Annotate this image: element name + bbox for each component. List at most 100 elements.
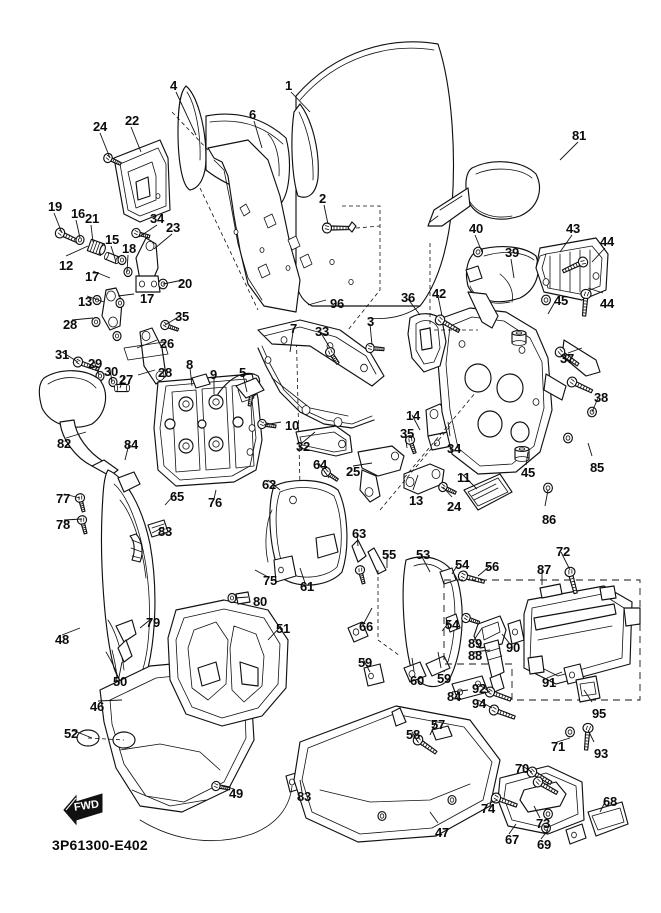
leader-line (138, 224, 158, 238)
leader-line (369, 323, 373, 346)
leader-line (164, 315, 181, 326)
leader-line (587, 442, 593, 457)
leader-line (411, 731, 419, 743)
leader-line (136, 339, 158, 349)
callout-30: 30 (104, 364, 119, 379)
leader-line (591, 397, 599, 413)
leader-line (447, 421, 451, 437)
callout-82: 82 (57, 436, 72, 451)
leader-line (501, 633, 511, 645)
leader-line (404, 432, 408, 449)
leader-line (599, 799, 607, 813)
leader-line (451, 563, 459, 575)
leader-line (473, 627, 483, 641)
callout-3: 3 (367, 314, 375, 329)
callout-74: 74 (481, 801, 496, 816)
leader-line (289, 331, 294, 353)
leader-line (317, 461, 330, 479)
leader-line (189, 367, 193, 387)
callout-6: 6 (249, 107, 257, 122)
callout-27: 27 (119, 372, 134, 387)
callout-73: 73 (536, 816, 551, 831)
leader-line (508, 823, 517, 835)
leader-line (461, 473, 478, 490)
callout-53: 53 (416, 547, 431, 562)
leader-line (61, 351, 79, 363)
leader-line (477, 565, 491, 577)
callout-21: 21 (85, 211, 100, 226)
callout-70: 70 (515, 761, 530, 776)
callout-40: 40 (469, 221, 484, 236)
leader-line (320, 332, 331, 349)
callout-14: 14 (406, 408, 421, 423)
callout-49: 49 (229, 786, 244, 801)
callout-29: 29 (88, 356, 103, 371)
leader-line (61, 627, 81, 636)
callout-47: 47 (435, 825, 450, 840)
callout-17: 17 (140, 291, 155, 306)
callout-10: 10 (285, 418, 300, 433)
leader-line (525, 451, 529, 466)
callout-56: 56 (485, 559, 500, 574)
callout-83: 83 (297, 789, 312, 804)
leader-line (234, 596, 249, 599)
callout-44: 44 (600, 296, 615, 311)
leader-line (441, 620, 451, 632)
leader-line (109, 368, 113, 383)
callout-24: 24 (447, 499, 462, 514)
callout-59: 59 (437, 671, 452, 686)
fwd-direction-marker (63, 793, 103, 826)
leader-line (118, 661, 123, 678)
leader-line (587, 287, 604, 294)
leader-line (437, 295, 443, 317)
leader-line (299, 779, 303, 793)
callout-55: 55 (382, 547, 397, 562)
leader-line (65, 431, 87, 439)
leader-line (130, 126, 142, 153)
leader-line (254, 569, 269, 578)
callout-59: 59 (358, 655, 373, 670)
callout-44: 44 (600, 234, 615, 249)
leader-line (520, 764, 533, 773)
leader-line (477, 683, 491, 693)
leader-line (164, 493, 176, 506)
callout-90: 90 (506, 640, 521, 655)
callout-45: 45 (521, 465, 536, 480)
callout-13: 13 (409, 493, 424, 508)
leader-line (486, 799, 499, 805)
callout-28: 28 (158, 365, 173, 380)
diagram-code: 3P61300-E402 (52, 837, 148, 853)
leader-line (474, 234, 483, 253)
leader-line (437, 651, 442, 669)
callout-28: 28 (63, 317, 78, 332)
leader-line (267, 625, 282, 641)
leader-line (137, 369, 156, 376)
leader-line (362, 658, 371, 673)
leader-line (92, 270, 111, 279)
leader-line (93, 360, 100, 376)
leader-line (151, 526, 165, 534)
leader-line (253, 120, 263, 149)
callout-45: 45 (554, 293, 569, 308)
callout-51: 51 (276, 621, 291, 636)
leader-line (162, 279, 184, 285)
leader-line (559, 141, 579, 161)
callout-17: 17 (85, 269, 100, 284)
callout-11: 11 (457, 470, 471, 485)
callout-54: 54 (455, 557, 470, 572)
callout-65: 65 (170, 489, 185, 504)
callout-18: 18 (122, 241, 137, 256)
leader-line (263, 421, 282, 426)
callout-88: 88 (468, 648, 483, 663)
leader-line (307, 299, 327, 306)
leader-line (63, 518, 83, 521)
callout-75: 75 (263, 573, 278, 588)
leader-line (63, 493, 81, 499)
leader-line (429, 721, 437, 736)
callout-24: 24 (93, 119, 108, 134)
callout-46: 46 (90, 699, 105, 714)
callout-1: 1 (285, 78, 293, 93)
leader-line (451, 689, 469, 693)
leader-line (547, 299, 557, 315)
